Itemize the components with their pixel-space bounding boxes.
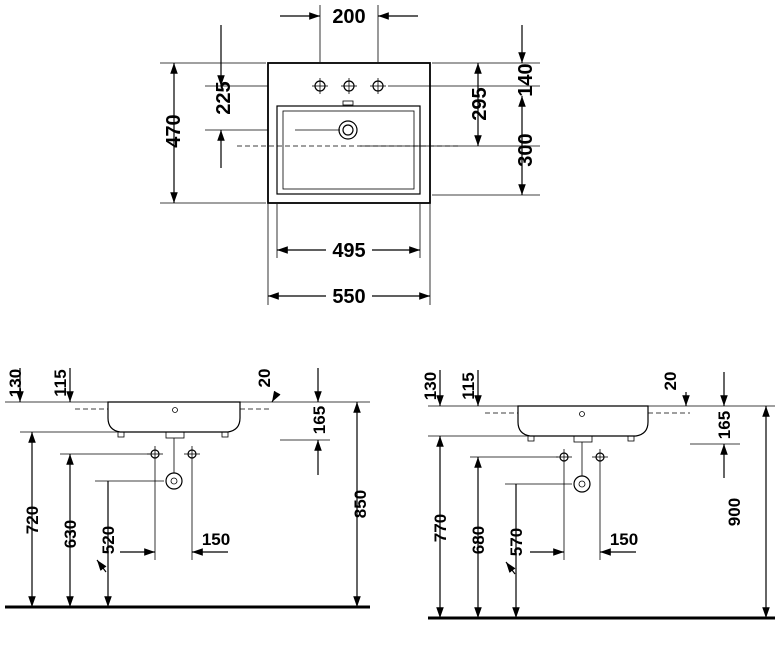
basin-elevation — [107, 401, 241, 433]
dim-supply-height: 680 — [469, 526, 488, 554]
dim-top-offset: 130 — [421, 372, 440, 400]
dim-rim-height: 850 — [351, 490, 370, 518]
supply-point-icon — [184, 446, 200, 462]
waste-outlet-icon — [165, 472, 183, 490]
dim-overall-depth: 470 — [163, 114, 185, 147]
dim-bowl-width: 495 — [332, 240, 365, 262]
basin-elevation — [517, 405, 649, 437]
elevation-right: 130 115 20 165 770 680 570 150 900 — [421, 370, 775, 620]
bowl-outline — [276, 105, 421, 195]
dim-drain-height: 770 — [431, 514, 450, 542]
supply-point-icon — [556, 449, 572, 465]
dim-edge-thickness: 20 — [255, 369, 274, 388]
tap-hole-icon — [370, 78, 386, 94]
dim-drain-from-front: 295 — [469, 87, 491, 120]
dim-drain-height: 720 — [23, 506, 42, 534]
dim-rim-height: 900 — [725, 498, 744, 526]
waste-outlet-icon — [573, 475, 591, 493]
dim-waste-height: 520 — [99, 526, 118, 554]
tap-hole-icon — [341, 78, 357, 94]
drain-inner-icon — [342, 124, 354, 136]
dim-drain-to-front: 300 — [515, 133, 537, 166]
tap-hole-icon — [312, 78, 328, 94]
dim-taps-from-back: 140 — [515, 63, 537, 96]
top-view: 200 470 225 295 140 300 495 550 — [160, 5, 540, 308]
dim-supply-height: 630 — [61, 520, 80, 548]
supply-point-icon — [592, 449, 608, 465]
dim-basin-height: 165 — [310, 406, 329, 434]
drain-icon — [338, 120, 358, 140]
bowl-inner-outline — [282, 110, 415, 190]
dim-tap-spacing: 200 — [332, 6, 365, 28]
dim-tap-to-drain: 225 — [213, 81, 235, 114]
dim-rim-offset: 115 — [459, 372, 478, 399]
dim-top-offset: 130 — [6, 369, 25, 397]
dim-edge-thickness: 20 — [661, 372, 680, 391]
dim-overall-width: 550 — [332, 286, 365, 308]
basin-outline — [267, 62, 431, 204]
dim-rim-offset: 115 — [51, 369, 70, 396]
overflow-icon — [342, 100, 354, 106]
elevation-left: 130 115 20 165 720 630 520 150 850 — [5, 368, 370, 609]
dim-basin-height: 165 — [715, 411, 734, 439]
dim-supply-spacing: 150 — [202, 530, 230, 549]
dim-supply-spacing: 150 — [610, 530, 638, 549]
dim-waste-height: 570 — [507, 528, 526, 556]
